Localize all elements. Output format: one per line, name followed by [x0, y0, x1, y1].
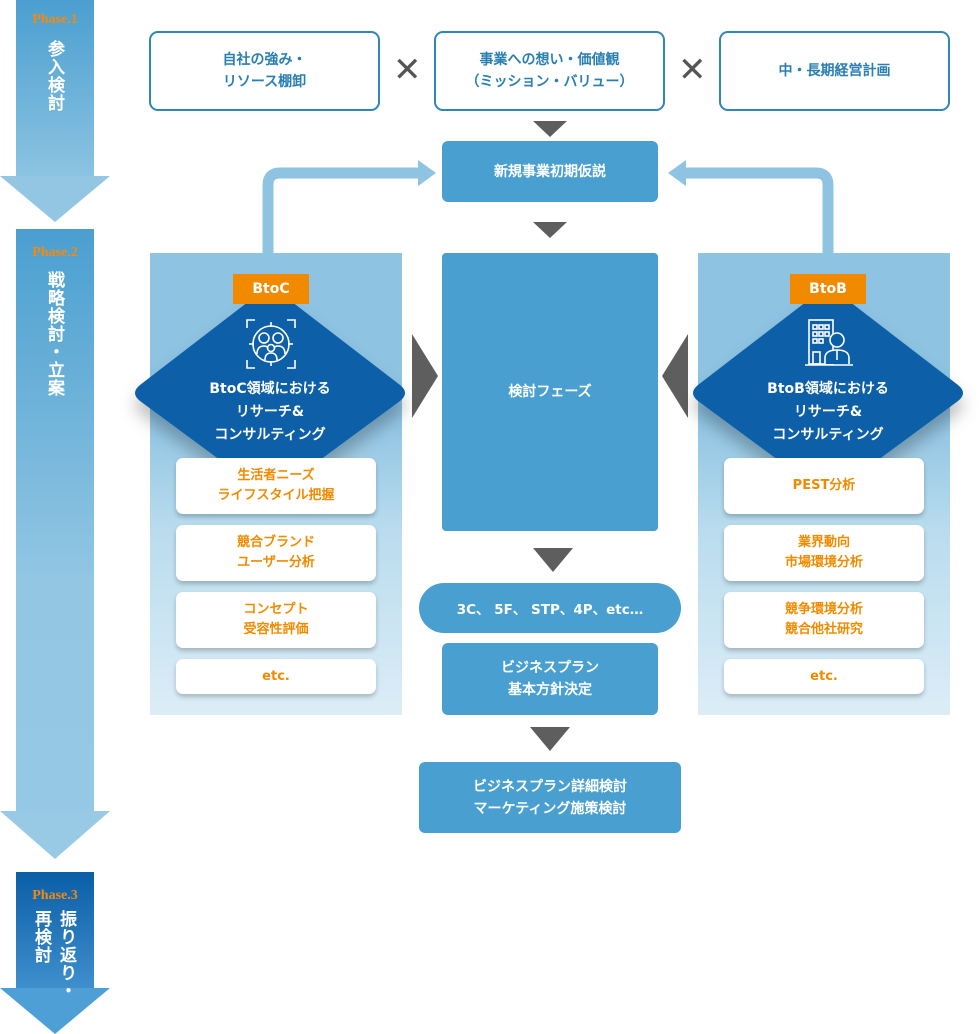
btob-item: PEST分析 — [724, 458, 924, 514]
chevron-right-icon — [412, 334, 438, 418]
phase-2-label: Phase.2 — [32, 245, 78, 260]
family-target-icon — [246, 319, 296, 369]
feedback-arrowhead-right — [668, 160, 686, 186]
feedback-arrow-right — [686, 167, 834, 253]
btob-tag: BtoB — [790, 274, 866, 304]
phase-1-label: Phase.1 — [32, 12, 78, 27]
feedback-arrow-left — [262, 167, 420, 253]
btoc-diamond — [135, 285, 405, 460]
input-mission-values: 事業への想い・価値観 （ミッション・バリュー） — [434, 31, 665, 111]
phase-1-arrow: Phase.1 参入検討 — [0, 0, 110, 222]
phase-1-title: 参入検討 — [44, 40, 64, 112]
btob-item: etc. — [724, 659, 924, 694]
phase-arrow-shaft — [16, 229, 94, 811]
phase-2-arrow: Phase.2 戦略検討・立案 — [0, 229, 110, 859]
phase-2-title: 戦略検討・立案 — [44, 271, 64, 397]
down-arrow-icon — [533, 121, 567, 137]
btob-item: 業界動向 市場環境分析 — [724, 525, 924, 581]
phase-3-title-line1: 振り返り・ — [56, 910, 76, 1000]
down-arrow-icon — [533, 548, 573, 572]
phase-3-title-line2: 再検討 — [31, 910, 51, 964]
feedback-arrowhead-left — [418, 160, 436, 186]
basic-policy-box: ビジネスプラン 基本方針決定 — [442, 643, 658, 715]
phase-arrow-head — [0, 988, 110, 1034]
times-icon: ✕ — [393, 50, 422, 90]
building-person-icon — [805, 319, 853, 366]
detailed-plan-box: ビジネスプラン詳細検討 マーケティング施策検討 — [419, 762, 681, 833]
btoc-item: 生活者ニーズ ライフスタイル把握 — [176, 458, 376, 514]
down-arrow-icon — [530, 727, 570, 751]
input-strengths-resources: 自社の強み・ リソース棚卸 — [149, 31, 380, 111]
feedback-arrows — [262, 160, 834, 253]
btob-diamond — [693, 285, 963, 460]
phase-3-arrow: Phase.3 振り返り・ 再検討 — [0, 872, 110, 1034]
btoc-item: 競合ブランド ユーザー分析 — [176, 525, 376, 581]
btob-title: BtoB領域における リサーチ& コンサルティング — [767, 381, 889, 443]
btoc-item: コンセプト 受容性評価 — [176, 592, 376, 648]
times-icon: ✕ — [678, 50, 707, 90]
input-mid-long-term-plan: 中・長期経営計画 — [719, 31, 950, 111]
phase-arrow-shaft — [16, 872, 94, 988]
btoc-item: etc. — [176, 659, 376, 694]
btoc-tag: BtoC — [233, 274, 309, 304]
initial-hypothesis-box: 新規事業初期仮説 — [442, 141, 658, 202]
btoc-title: BtoC領域における リサーチ& コンサルティング — [209, 381, 331, 443]
phase-3-label: Phase.3 — [32, 888, 78, 903]
phase-arrow-head — [0, 811, 110, 859]
phase-arrow-shaft — [16, 0, 94, 176]
phase-arrow-head — [0, 176, 110, 222]
chevron-left-icon — [662, 334, 688, 418]
review-phase-box: 検討フェーズ — [442, 253, 658, 531]
frameworks-pill: 3C、 5F、 STP、4P、etc… — [419, 583, 681, 633]
down-arrow-icon — [533, 222, 567, 238]
btob-item: 競争環境分析 競合他社研究 — [724, 592, 924, 648]
